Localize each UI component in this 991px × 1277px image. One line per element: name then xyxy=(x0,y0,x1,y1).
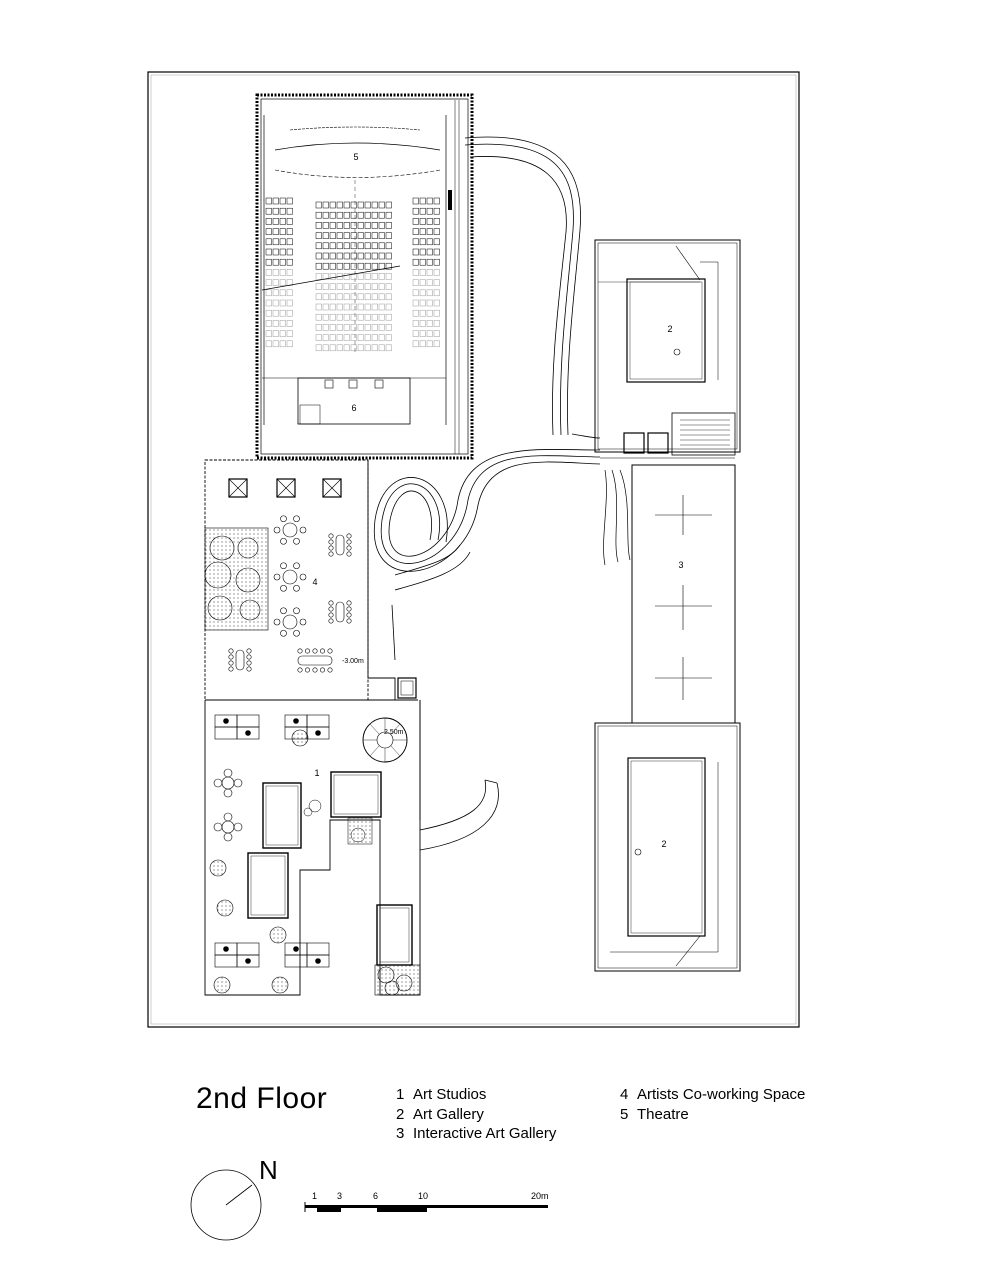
seat-row xyxy=(265,197,440,209)
curved-ramp xyxy=(373,136,601,661)
seat-row xyxy=(265,228,440,239)
site-boundary xyxy=(147,71,800,1028)
round-table xyxy=(273,515,307,545)
room-label-gallery-south: 2 xyxy=(661,839,666,849)
scale-bar xyxy=(304,1202,548,1212)
round-table xyxy=(273,562,307,592)
scale-tick-label: 1 xyxy=(312,1191,318,1201)
room-label-gallery-north: 2 xyxy=(667,324,672,334)
long-table xyxy=(328,600,352,624)
seat-row xyxy=(265,289,440,301)
seat-row xyxy=(265,238,440,250)
square-table xyxy=(322,478,342,498)
scale-tick-label: 3 xyxy=(337,1191,343,1201)
gallery-south xyxy=(594,722,741,972)
theatre-block xyxy=(255,93,474,460)
room-label-stage: 6 xyxy=(351,403,356,413)
long-table xyxy=(328,533,352,557)
seat-row xyxy=(265,299,440,311)
square-table xyxy=(228,478,248,498)
room-label-theatre: 5 xyxy=(353,152,358,162)
seat-row xyxy=(265,330,440,341)
seat-row xyxy=(265,309,440,321)
scale-tick-label: 20m xyxy=(531,1191,549,1201)
seat-row xyxy=(265,340,440,352)
coworking-block xyxy=(204,459,418,701)
seat-row xyxy=(265,320,440,331)
level-mark-coworking: -3.00m xyxy=(342,658,364,665)
round-table xyxy=(213,812,243,842)
interactive-gallery xyxy=(600,457,736,724)
desk-cluster xyxy=(214,942,260,968)
round-table xyxy=(273,607,307,637)
room-label-studios: 1 xyxy=(314,768,319,778)
desk-cluster xyxy=(284,714,330,740)
north-label: N xyxy=(259,1155,278,1185)
level-mark-stair: 2.50m xyxy=(384,729,404,736)
room-label-interactive-gallery: 3 xyxy=(678,560,683,570)
planter xyxy=(269,926,287,944)
room-label-coworking: 4 xyxy=(312,577,317,587)
desk-cluster xyxy=(214,714,260,740)
north-arrow xyxy=(190,1169,262,1241)
planter xyxy=(271,976,289,994)
scale-tick-label: 10 xyxy=(418,1191,429,1201)
long-table xyxy=(228,648,252,672)
studios-block xyxy=(204,700,499,996)
gallery-north xyxy=(594,239,741,456)
planter xyxy=(291,729,309,747)
planter xyxy=(213,976,231,994)
seat-row xyxy=(265,218,440,229)
seat-row xyxy=(265,269,440,280)
planter xyxy=(216,899,234,917)
long-table xyxy=(297,648,333,673)
floor-title: 2nd Floor xyxy=(196,1082,328,1115)
seat-row xyxy=(265,248,440,260)
desk-cluster xyxy=(284,942,330,968)
planter xyxy=(209,859,227,877)
round-table xyxy=(213,768,243,798)
square-table xyxy=(276,478,296,498)
seat-row xyxy=(265,207,440,219)
scale-tick-label: 6 xyxy=(373,1191,379,1201)
seat-row xyxy=(265,258,440,270)
seat-row xyxy=(265,279,440,290)
